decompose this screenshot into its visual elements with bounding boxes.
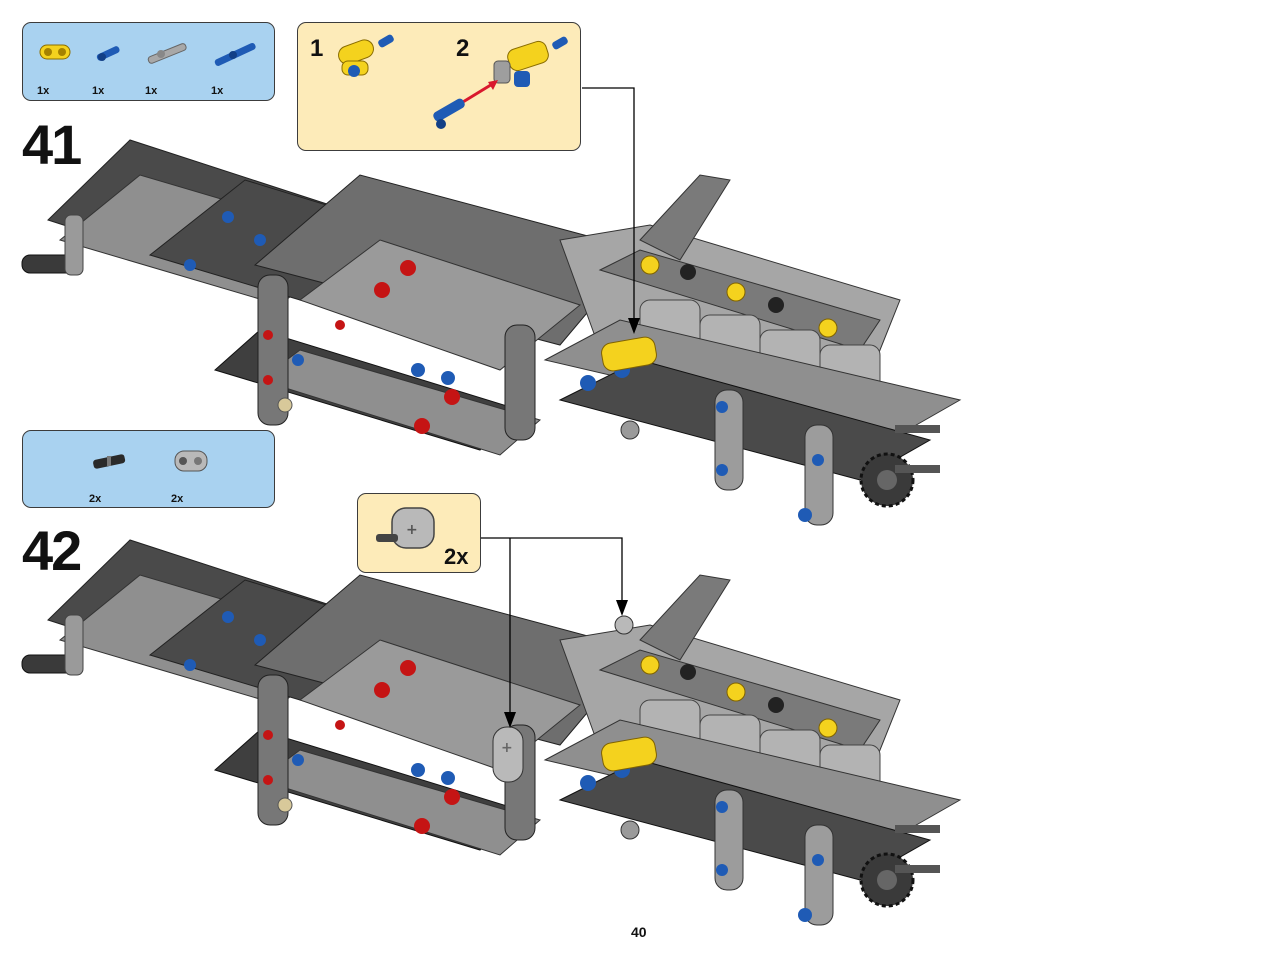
gray-axle-pin-icon	[147, 43, 187, 64]
arrow-head-icon	[628, 318, 640, 334]
step-41-model	[20, 87, 962, 527]
callout-qty: 2x	[444, 544, 469, 569]
step-41-parts-box: 1x 1x 1x 1x	[22, 22, 275, 101]
sub-step-2-assembly	[433, 36, 568, 129]
part-qty: 2x	[171, 493, 184, 505]
step-number: 42	[22, 519, 82, 582]
blue-long-pin-icon	[214, 42, 256, 66]
step-42-part-2: 2x	[171, 445, 231, 505]
step-42-parts-box: 2x 2x	[22, 430, 275, 508]
yellow-pin-connector-icon	[39, 44, 71, 60]
sub-step-number: 2	[456, 35, 470, 62]
callout-pointer-arrow	[481, 537, 623, 606]
step-41-part-4: 1x	[211, 37, 271, 97]
gray-cross-block-icon	[492, 726, 524, 783]
black-axle-connector-icon	[93, 454, 126, 469]
arrow-head-icon	[504, 712, 516, 728]
callout-assembly-illustration	[338, 34, 568, 129]
step-41-part-3: 1x	[145, 37, 205, 97]
sub-step-number: 1	[310, 35, 324, 62]
step-42-model: +	[20, 537, 962, 927]
part-qty: 1x	[211, 85, 224, 97]
step-42-part-1: 2x	[89, 445, 149, 505]
page-number: 40	[631, 924, 647, 940]
gray-cross-block-icon	[174, 450, 208, 472]
part-qty: 1x	[92, 85, 105, 97]
step-number: 41	[22, 113, 82, 176]
part-qty: 1x	[145, 85, 158, 97]
svg-text:+: +	[501, 740, 513, 756]
step-42-callout: + 2x	[357, 493, 481, 573]
step-41-callout: 1 2	[297, 22, 581, 151]
gray-cross-block-icon: +	[376, 507, 435, 549]
step-41-part-2: 1x	[92, 37, 152, 97]
part-qty: 1x	[37, 85, 50, 97]
sub-step-1-assembly	[338, 34, 394, 77]
callout-pointer-arrow	[582, 87, 635, 325]
svg-text:+: +	[406, 522, 418, 538]
blue-axle-pin-short-icon	[96, 46, 120, 61]
step-41-part-1: 1x	[37, 37, 97, 97]
part-qty: 2x	[89, 493, 102, 505]
arrow-head-icon	[616, 600, 628, 616]
